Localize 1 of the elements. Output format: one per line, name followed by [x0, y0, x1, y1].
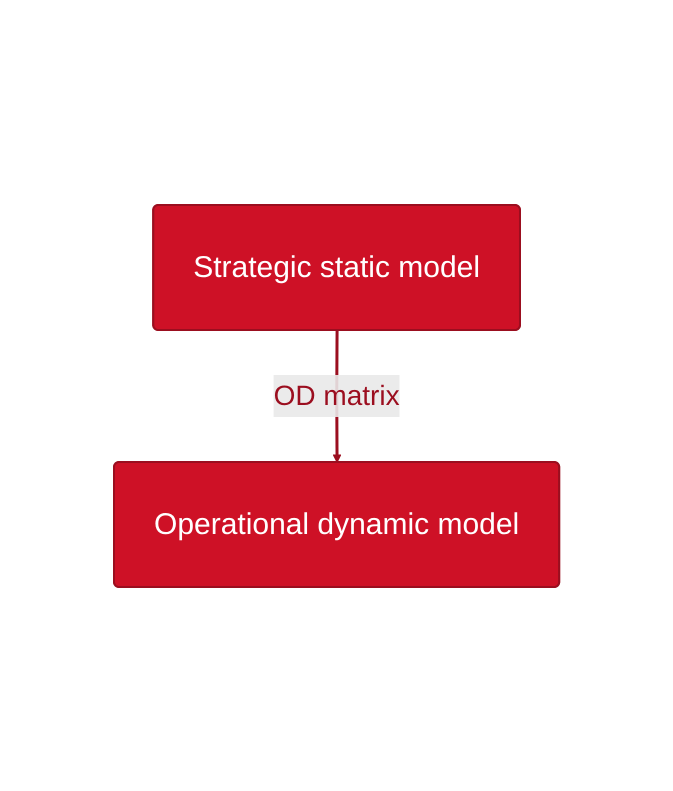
- edge-label: OD matrix: [274, 380, 400, 410]
